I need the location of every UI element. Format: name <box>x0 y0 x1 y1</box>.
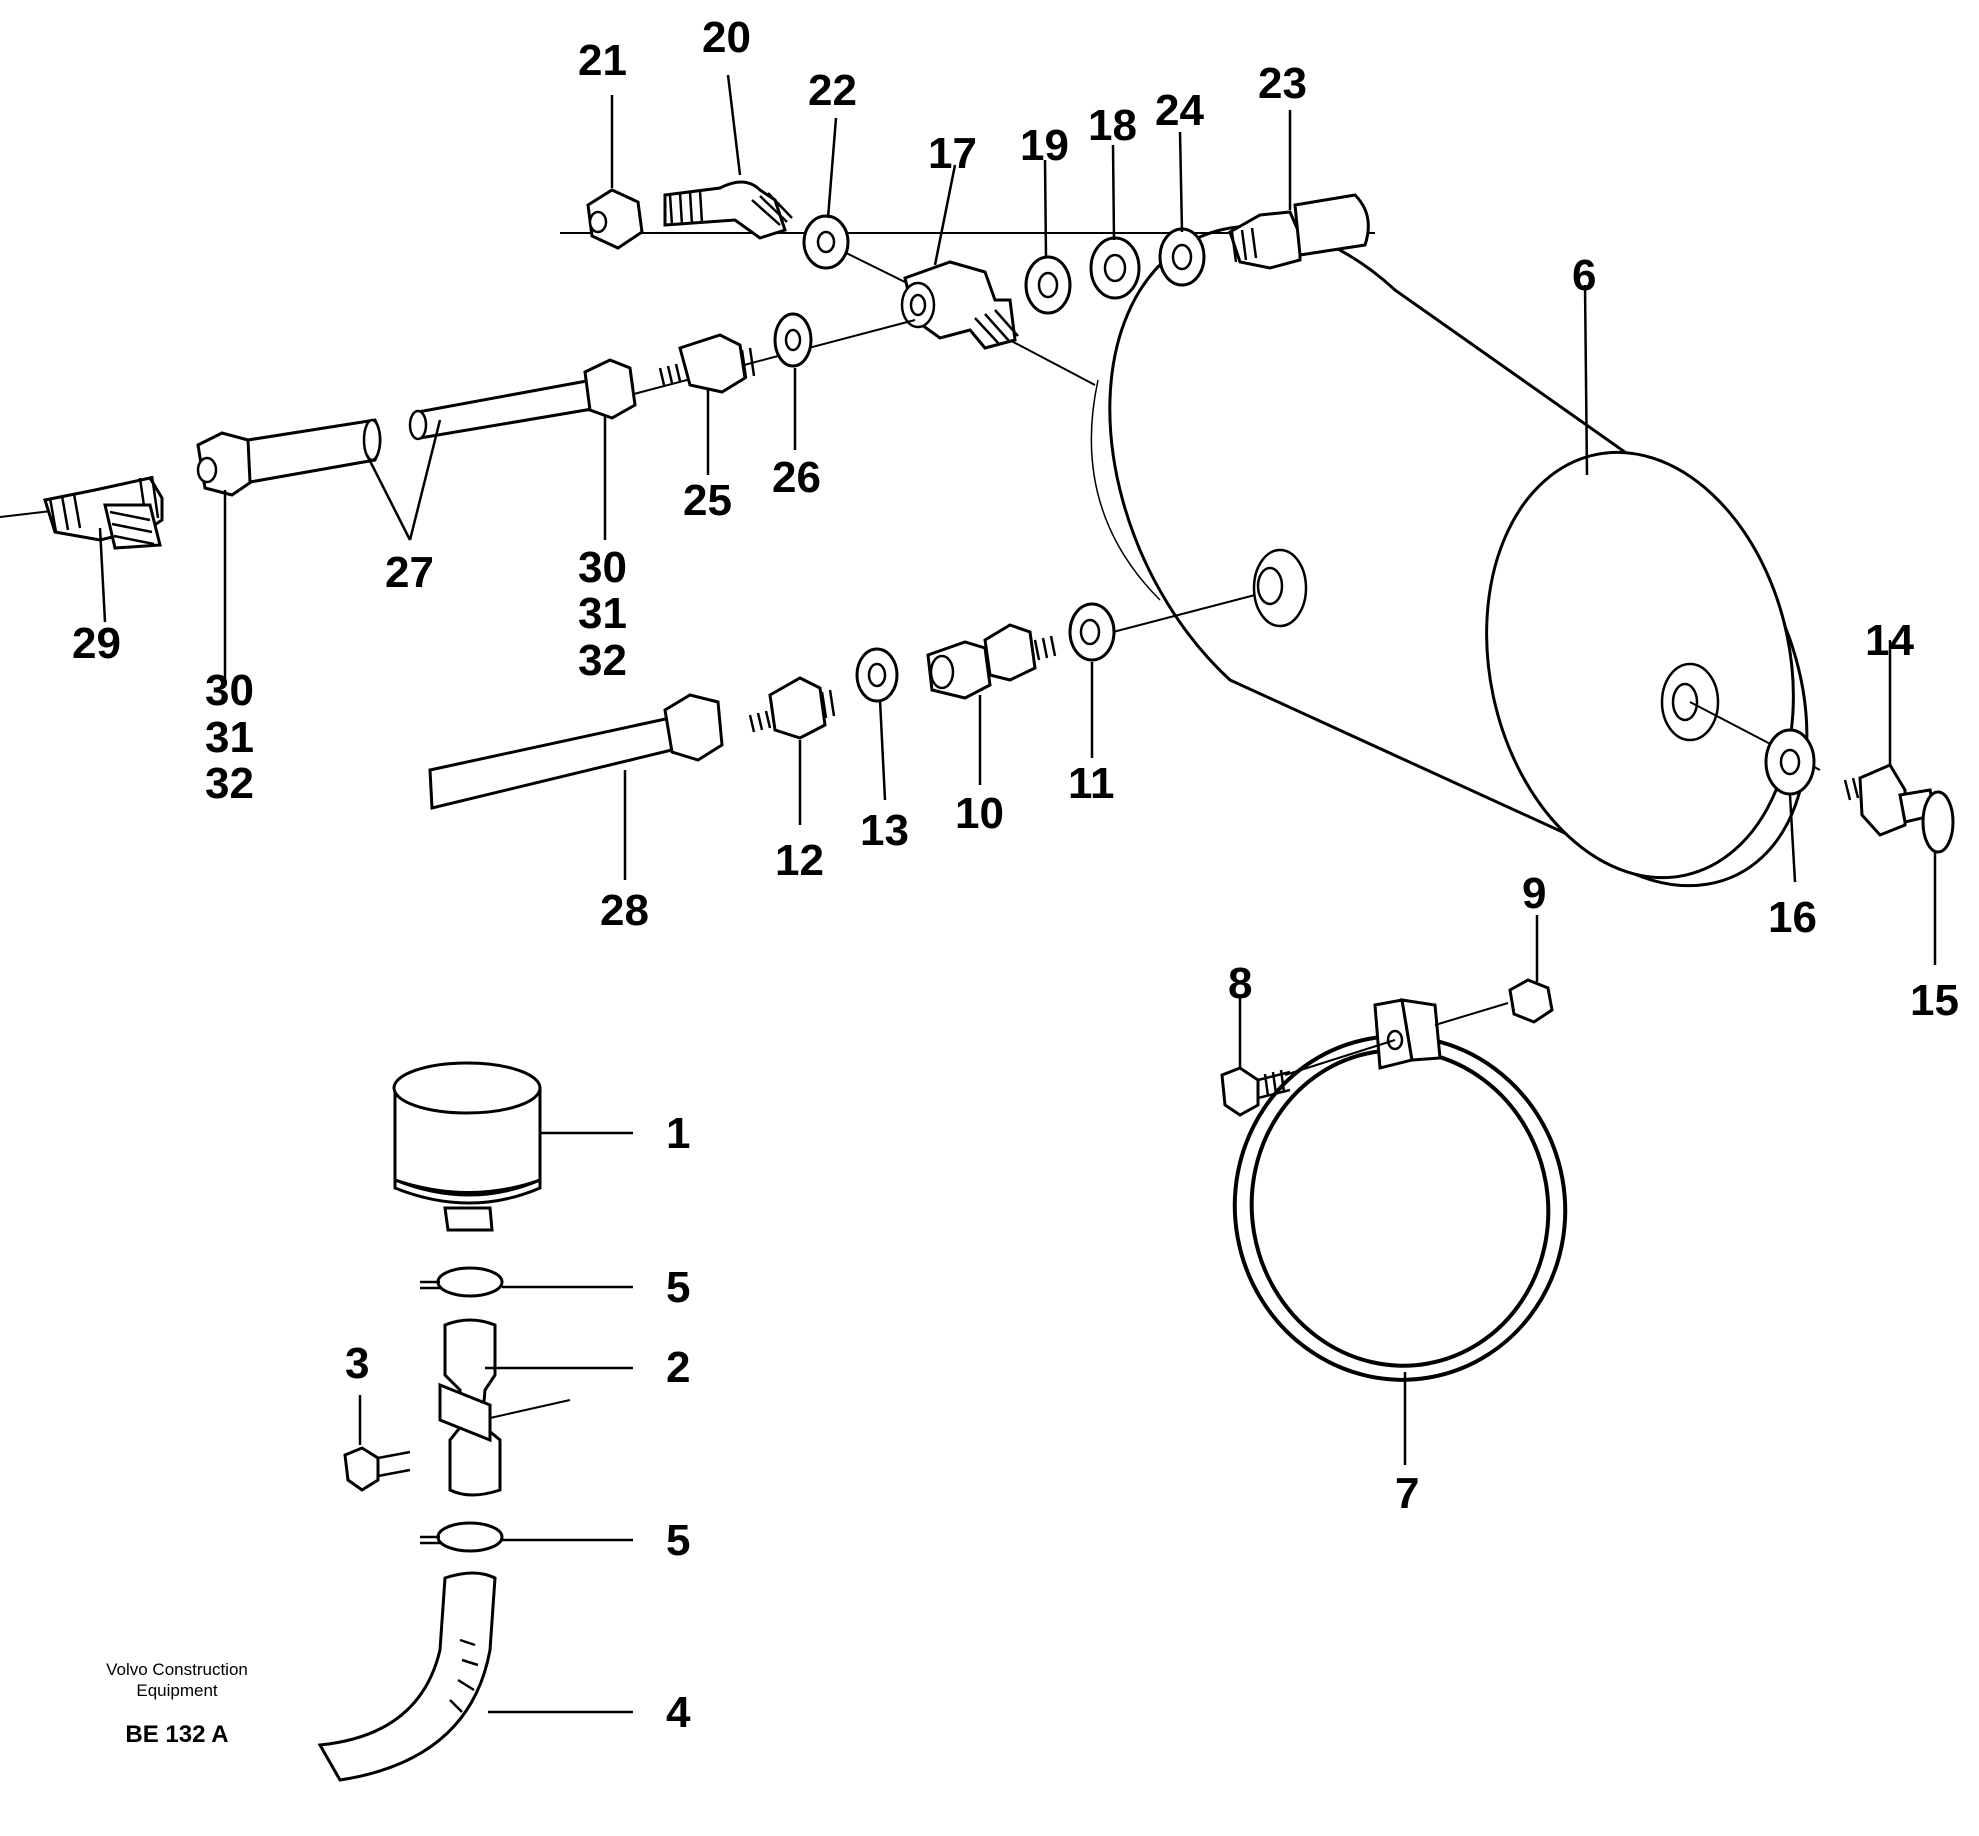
label-part-11: 11 <box>1068 759 1115 808</box>
label-part-1: 1 <box>666 1109 690 1158</box>
label-part-19: 19 <box>1020 121 1069 170</box>
label-part-23: 23 <box>1258 59 1307 108</box>
label-part-30-right: 30 <box>578 543 627 592</box>
tank-strap-clamp <box>1220 978 1568 1382</box>
drain-valve-group <box>1689 701 1955 854</box>
label-part-30-left: 30 <box>205 666 254 715</box>
label-part-31-left: 31 <box>205 713 254 762</box>
label-part-31-right: 31 <box>578 589 627 638</box>
label-part-6: 6 <box>1572 251 1596 300</box>
leader-lines <box>98 74 1937 1714</box>
footer: Volvo Construction Equipment BE 132 A <box>106 1660 248 1748</box>
label-part-17: 17 <box>928 129 977 178</box>
label-part-16: 16 <box>1768 893 1817 942</box>
label-part-24: 24 <box>1155 86 1204 135</box>
label-part-9: 9 <box>1522 869 1546 918</box>
label-part-26: 26 <box>772 453 821 502</box>
label-part-32-left: 32 <box>205 759 254 808</box>
top-fitting-row <box>560 180 1375 386</box>
label-part-22: 22 <box>808 66 857 115</box>
label-part-4: 4 <box>666 1688 691 1737</box>
label-part-14: 14 <box>1865 616 1914 665</box>
label-part-29: 29 <box>72 619 121 668</box>
lower-pipe-row <box>428 594 1256 810</box>
label-part-8: 8 <box>1228 959 1252 1008</box>
label-part-12: 12 <box>775 836 824 885</box>
label-part-5-lower: 5 <box>666 1516 690 1565</box>
middle-pipe-row <box>0 312 916 550</box>
part-number-labels: 21 20 22 17 19 18 24 23 6 25 26 27 29 30… <box>72 13 1959 1737</box>
label-part-28: 28 <box>600 886 649 935</box>
label-part-5-upper: 5 <box>666 1263 690 1312</box>
figure-code: BE 132 A <box>125 1721 228 1748</box>
label-part-7: 7 <box>1395 1469 1419 1518</box>
label-part-10: 10 <box>955 789 1004 838</box>
filter-assembly <box>317 1061 571 1782</box>
air-tank <box>1090 224 1809 888</box>
company-name-line1: Volvo Construction <box>106 1660 248 1679</box>
company-name-line2: Equipment <box>136 1681 218 1700</box>
label-part-2: 2 <box>666 1343 690 1392</box>
label-part-25: 25 <box>683 476 732 525</box>
label-part-20: 20 <box>702 13 751 62</box>
label-part-27: 27 <box>385 548 434 597</box>
label-part-32-right: 32 <box>578 636 627 685</box>
label-part-15: 15 <box>1910 976 1959 1025</box>
label-part-13: 13 <box>860 806 909 855</box>
label-part-21: 21 <box>578 36 627 85</box>
label-part-3: 3 <box>345 1339 369 1388</box>
label-part-18: 18 <box>1088 101 1137 150</box>
